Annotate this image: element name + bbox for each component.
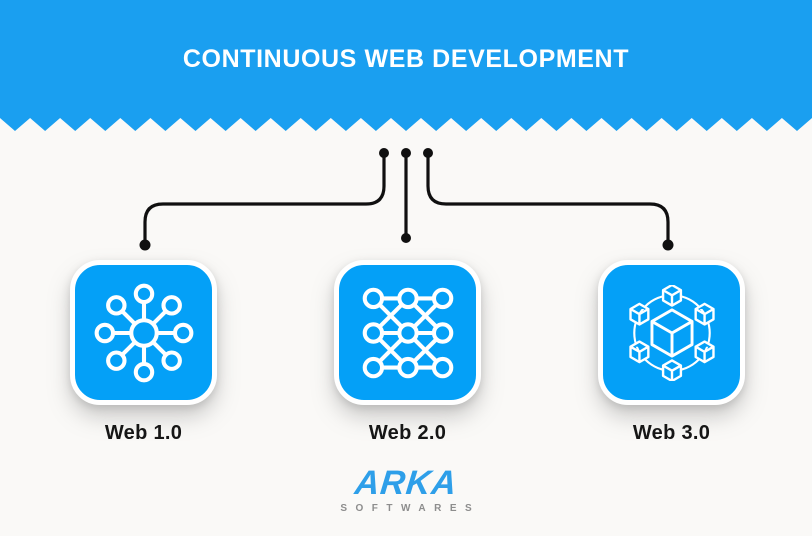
connector-left-branch: [143, 151, 386, 247]
connector-dot: [401, 233, 411, 243]
web-3-label: Web 3.0: [632, 422, 711, 444]
connector-right-branch: [426, 151, 670, 247]
brand-name: ARKA: [352, 464, 460, 502]
brand-logo: ARKA SOFTWARES: [0, 464, 812, 514]
cube-small: [661, 284, 682, 307]
web-1-label: Web 1.0: [104, 422, 183, 444]
web-2-label: Web 2.0: [368, 422, 447, 444]
blockchain-network-icon: [628, 284, 715, 381]
cube-large: [650, 307, 693, 358]
node-web-1: Web 1.0: [70, 260, 217, 445]
brand-tagline: SOFTWARES: [340, 503, 481, 514]
zigzag-edge: [0, 118, 812, 131]
cube-small: [628, 339, 650, 363]
connector-lines: [139, 148, 674, 251]
mesh-network-icon: [362, 287, 453, 378]
cube-small: [628, 302, 650, 326]
connector-dot: [423, 148, 433, 158]
cube-small: [693, 339, 715, 363]
web-3-card: [598, 260, 745, 405]
header-banner: CONTINUOUS WEB DEVELOPMENT: [0, 0, 812, 118]
web-1-card: [70, 260, 217, 405]
connector-dot: [401, 148, 411, 158]
node-web-2: Web 2.0: [334, 260, 481, 445]
page-title: CONTINUOUS WEB DEVELOPMENT: [182, 44, 630, 73]
connector-dot: [379, 148, 389, 158]
web-2-card: [334, 260, 481, 405]
cube-small: [661, 358, 682, 381]
connector-dot: [139, 239, 151, 251]
blockchain-cubes: [628, 284, 715, 381]
cube-small: [693, 302, 715, 326]
node-web-3: Web 3.0: [598, 260, 745, 445]
connector-dot: [662, 239, 674, 251]
zigzag-path: [0, 118, 812, 131]
hub-network-icon: [94, 283, 193, 382]
